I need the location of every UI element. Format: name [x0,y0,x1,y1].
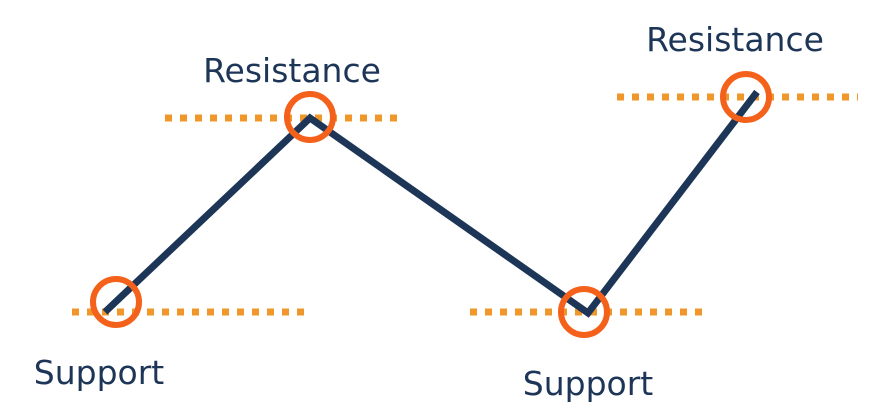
annotations-group: Resistance Resistance Support Support [34,20,824,403]
support-label-1: Support [34,353,165,392]
support-label-2: Support [523,364,654,403]
resistance-marker-1[interactable] [284,91,336,143]
resistance-marker-2[interactable] [720,71,772,123]
support-marker-1[interactable] [90,276,142,328]
price-line [102,89,760,318]
reference-levels-group [72,93,858,316]
resistance-label-2: Resistance [646,20,824,59]
markers-group [90,71,772,338]
support-marker-2[interactable] [558,286,610,338]
resistance-label-1: Resistance [203,51,381,90]
